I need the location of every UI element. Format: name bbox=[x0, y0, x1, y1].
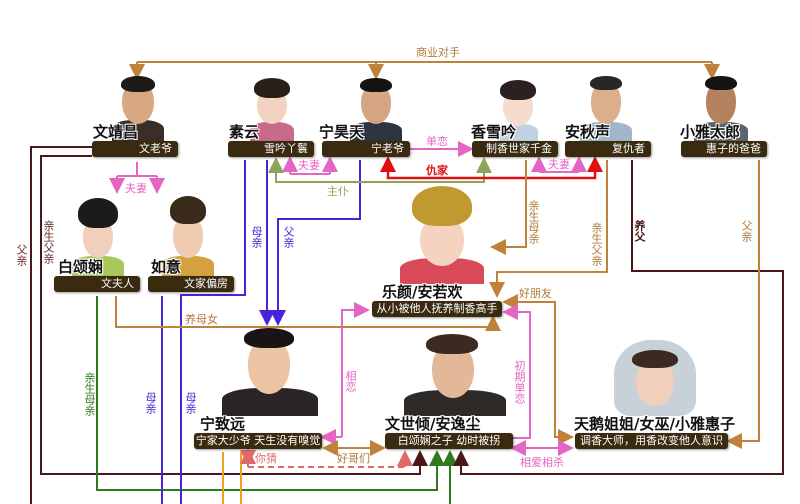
label-bio-father: 亲生父亲 bbox=[590, 222, 603, 266]
label-father: 父亲 bbox=[15, 244, 28, 266]
line-mother-b bbox=[180, 160, 246, 504]
character-role: 文家偏房 bbox=[148, 276, 234, 292]
character-name: 文世倾/安逸尘 bbox=[385, 415, 481, 433]
line-adoptive-mother bbox=[115, 296, 501, 331]
portrait-xiaoya-taro bbox=[694, 76, 748, 142]
label-love-kill: 相爱相杀 bbox=[520, 456, 564, 469]
label-father: 父亲 bbox=[282, 226, 295, 248]
character-name: 乐颜/安若欢 bbox=[382, 283, 463, 301]
portrait-wen-jingchang bbox=[112, 76, 164, 142]
line-bio-father bbox=[489, 160, 608, 298]
label-in-love: 相恋 bbox=[344, 370, 357, 392]
character-name: 宁昊天 bbox=[319, 123, 365, 141]
label-enemy: 仇家 bbox=[426, 164, 448, 177]
label-mother: 母亲 bbox=[250, 226, 263, 248]
label-early-unrequited: 初期单恋 bbox=[513, 360, 526, 404]
line-spouse-wen bbox=[116, 162, 158, 184]
portrait-bai-songxian bbox=[70, 196, 126, 276]
portrait-wen-shiqing bbox=[400, 334, 510, 416]
portrait-su-yun bbox=[248, 76, 296, 142]
character-name: 香雪吟 bbox=[471, 123, 517, 141]
label-bio-mother: 亲生母亲 bbox=[83, 372, 96, 416]
label-mother: 母亲 bbox=[184, 392, 197, 414]
line-bio-father-left bbox=[40, 155, 428, 475]
character-role: 从小被他人抚养制香高手 bbox=[372, 301, 502, 317]
label-father: 父亲 bbox=[740, 220, 753, 242]
character-role: 雪吟丫鬟 bbox=[228, 141, 314, 157]
character-role: 文老爷 bbox=[92, 141, 178, 157]
portrait-le-yan bbox=[392, 186, 492, 284]
character-role: 制香世家千金 bbox=[472, 141, 558, 157]
line-adoptive-father bbox=[453, 160, 784, 475]
portrait-ning-haotian bbox=[350, 76, 402, 142]
character-role: 惠子的爸爸 bbox=[681, 141, 767, 157]
label-adoptive-father: 养父 bbox=[633, 220, 646, 242]
label-spouse: 夫妻 bbox=[548, 158, 570, 171]
label-mother: 母亲 bbox=[144, 392, 157, 414]
label-spouse: 夫妻 bbox=[298, 159, 320, 172]
character-role: 宁老爷 bbox=[322, 141, 410, 157]
label-guess: 你猜 bbox=[255, 452, 277, 465]
character-name: 如意 bbox=[151, 258, 182, 276]
portrait-xiang-xueyin bbox=[494, 78, 542, 142]
line-enemy bbox=[386, 166, 597, 180]
portrait-ru-yi bbox=[160, 196, 216, 276]
character-role: 文夫人 bbox=[54, 276, 140, 292]
line-master-servant bbox=[275, 168, 485, 183]
character-name: 天鹅姐姐/女巫/小雅惠子 bbox=[574, 415, 735, 433]
label-bio-father: 亲生父亲 bbox=[42, 220, 55, 264]
label-spouse: 夫妻 bbox=[125, 182, 147, 195]
portrait-ning-zhiyuan bbox=[222, 328, 318, 416]
line-early-unrequited bbox=[502, 304, 531, 439]
character-role: 白颂娴之子 幼时被拐 bbox=[385, 433, 513, 449]
character-role: 复仇者 bbox=[565, 141, 651, 157]
portrait-tian-e bbox=[610, 338, 700, 416]
label-bio-mother: 亲生母亲 bbox=[527, 200, 540, 244]
portrait-an-qiusheng bbox=[580, 74, 632, 142]
line-father-ning bbox=[270, 160, 361, 326]
character-name: 宁致远 bbox=[200, 415, 246, 433]
character-role: 调香大师，用香改变他人意识 bbox=[575, 433, 728, 449]
character-name: 小雅太郎 bbox=[680, 123, 741, 141]
label-master-servant: 主仆 bbox=[327, 185, 349, 198]
character-name: 安秋声 bbox=[565, 123, 611, 141]
label-adoptive-mother-daughter: 养母女 bbox=[185, 313, 218, 326]
label-good-friend: 好朋友 bbox=[519, 287, 552, 300]
character-name: 素云 bbox=[229, 123, 260, 141]
character-name: 文靖昌 bbox=[93, 123, 139, 141]
label-business-rival: 商业对手 bbox=[416, 46, 460, 59]
label-good-brothers: 好哥们 bbox=[337, 452, 370, 465]
character-name: 白颂娴 bbox=[58, 258, 104, 276]
line-bio-mother-green bbox=[96, 296, 445, 491]
line-father-left bbox=[30, 146, 92, 504]
line-father-right bbox=[726, 160, 760, 449]
character-role: 宁家大少爷 天生没有嗅觉 bbox=[194, 433, 322, 449]
line-bio-mother bbox=[490, 160, 527, 255]
label-unrequited: 单恋 bbox=[426, 135, 448, 148]
